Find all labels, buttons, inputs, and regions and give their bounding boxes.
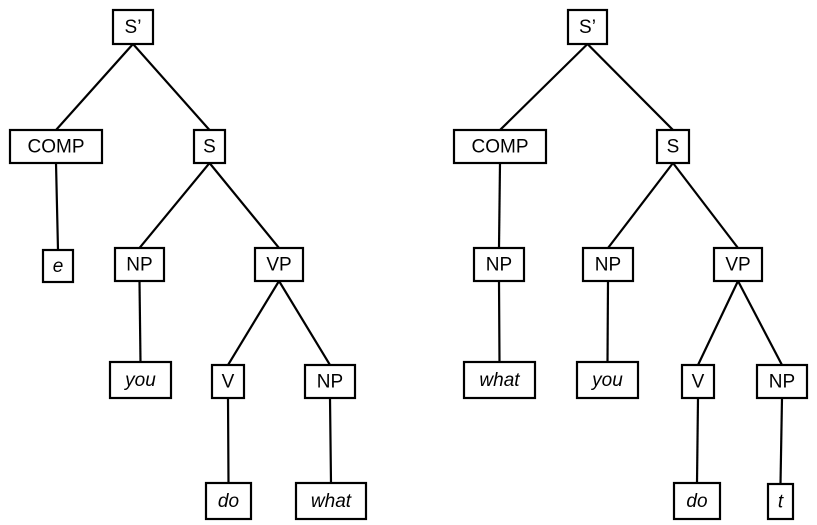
tree-edge: [606, 161, 675, 250]
tree-node-you: you: [575, 360, 640, 400]
node-box: [253, 246, 305, 283]
tree-node-what: what: [462, 360, 537, 400]
tree-node-do: do: [672, 481, 722, 521]
node-label: NP: [126, 255, 152, 276]
tree-edge: [226, 396, 230, 485]
tree-node-vp: VP: [712, 246, 764, 283]
tree-edge: [696, 279, 740, 367]
node-box: [204, 481, 253, 521]
tree-edge: [671, 161, 740, 250]
tree-edge: [137, 161, 212, 250]
node-label: S’: [579, 17, 596, 38]
node-box: [462, 360, 537, 400]
node-box: [192, 128, 227, 165]
node-label: NP: [769, 372, 795, 393]
tree-node-v: V: [680, 363, 716, 400]
tree-node-what: what: [294, 481, 368, 521]
d-structure-tree-edges: [54, 42, 333, 485]
node-box: [766, 482, 795, 521]
node-label: NP: [595, 255, 621, 276]
tree-edge: [497, 279, 501, 364]
tree-edge: [779, 396, 784, 486]
node-box: [294, 481, 368, 521]
node-box: [41, 248, 75, 284]
tree-edge: [736, 279, 784, 367]
node-label: VP: [266, 255, 291, 276]
tree-edge: [207, 161, 281, 250]
tree-edge: [131, 42, 212, 132]
tree-node-s: S: [655, 128, 691, 165]
node-box: [452, 128, 548, 165]
tree-node-e: e: [41, 248, 75, 284]
tree-edge: [498, 42, 590, 132]
node-box: [303, 363, 357, 400]
node-box: [108, 360, 173, 400]
node-box: [575, 360, 640, 400]
node-label: do: [218, 491, 239, 512]
node-label: S: [667, 137, 680, 158]
tree-node-s: S: [192, 128, 227, 165]
node-box: [566, 8, 609, 46]
node-label: V: [692, 372, 705, 393]
node-label: S: [203, 137, 216, 158]
node-box: [755, 363, 809, 400]
node-box: [472, 246, 526, 283]
node-box: [712, 246, 764, 283]
tree-edge: [695, 396, 700, 485]
tree-edge: [138, 279, 142, 364]
node-box: [8, 128, 104, 165]
tree-edge: [585, 42, 675, 132]
node-box: [113, 246, 166, 283]
node-label: COMP: [472, 137, 529, 158]
node-label: do: [686, 491, 707, 512]
node-label: VP: [725, 255, 750, 276]
s-structure-tree-nodes: S’ COMP S NP NP VP what you V NP do t: [452, 8, 809, 521]
s-structure-tree-edges: [497, 42, 784, 486]
node-box: [672, 481, 722, 521]
tree-edge: [54, 161, 60, 252]
node-label: NP: [486, 255, 512, 276]
node-label: NP: [317, 372, 343, 393]
tree-node-do: do: [204, 481, 253, 521]
tree-edge: [328, 396, 333, 485]
node-box: [111, 8, 155, 46]
tree-edge: [54, 42, 135, 132]
tree-node-v: V: [210, 363, 246, 400]
node-label: e: [53, 256, 64, 277]
tree-node-vp: VP: [253, 246, 305, 283]
tree-node-s: S’: [111, 8, 155, 46]
node-label: V: [222, 372, 235, 393]
node-label: what: [479, 370, 520, 391]
tree-node-np: NP: [581, 246, 635, 283]
tree-node-t: t: [766, 482, 795, 521]
tree-node-comp: COMP: [452, 128, 548, 165]
tree-node-s: S’: [566, 8, 609, 46]
tree-node-np: NP: [303, 363, 357, 400]
tree-edge: [497, 161, 502, 250]
tree-edge: [226, 279, 281, 367]
node-box: [581, 246, 635, 283]
tree-edge: [606, 279, 610, 364]
tree-edge: [277, 279, 332, 367]
node-box: [680, 363, 716, 400]
node-label: S’: [125, 17, 142, 38]
node-label: what: [311, 491, 352, 512]
node-box: [210, 363, 246, 400]
tree-node-np: NP: [113, 246, 166, 283]
node-label: you: [123, 370, 156, 391]
node-box: [655, 128, 691, 165]
node-label: t: [778, 492, 784, 513]
tree-node-np: NP: [755, 363, 809, 400]
tree-node-np: NP: [472, 246, 526, 283]
tree-node-you: you: [108, 360, 173, 400]
tree-node-comp: COMP: [8, 128, 104, 165]
node-label: COMP: [28, 137, 85, 158]
node-label: you: [590, 370, 623, 391]
